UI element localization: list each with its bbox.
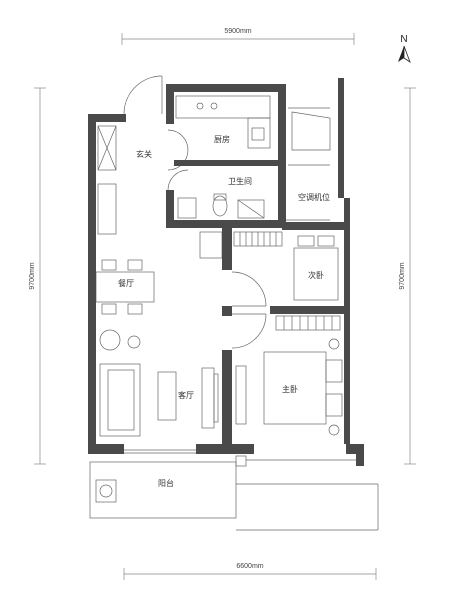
room-label-master-bedroom: 主卧 [282,384,298,394]
fixture-lines [89,75,379,531]
room-label-living-room: 客厅 [178,390,194,400]
walls [88,78,364,466]
dimension-top: 5900mm [224,28,251,35]
room-label-bathroom: 卫生间 [228,176,252,186]
dimension-bottom: 6600mm [236,563,263,570]
room-label-entrance: 玄关 [136,149,152,159]
room-label-ac-unit: 空调机位 [298,192,330,202]
compass-label: N [400,34,407,45]
dimension-left: 9700mm [29,262,36,289]
room-label-dining: 餐厅 [118,279,134,288]
dimension-right: 9700mm [399,262,406,289]
north-arrow-icon [398,45,411,64]
room-label-kitchen: 厨房 [214,134,230,144]
room-label-balcony: 阳台 [158,478,174,488]
room-label-second-bedroom: 次卧 [308,270,324,280]
dimension-lines [34,33,416,580]
